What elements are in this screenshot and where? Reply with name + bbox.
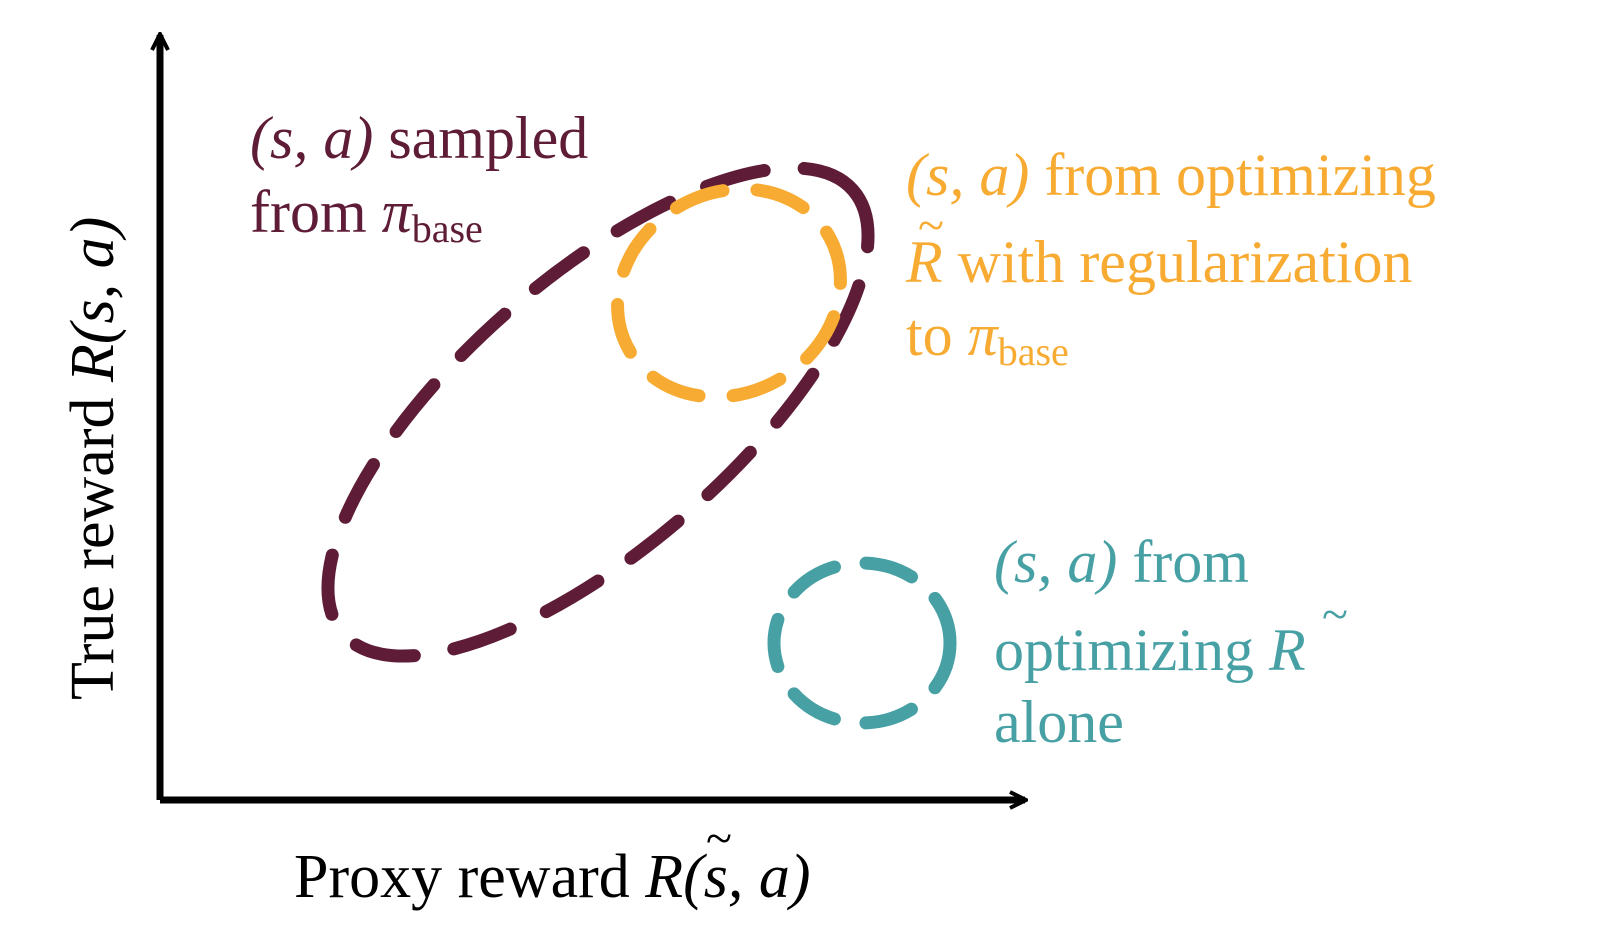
regularized-label-line2: R with regularization [905, 229, 1413, 295]
regularized-tilde: ~ [918, 199, 944, 252]
base-label-line1: (s, a) sampled [250, 105, 588, 171]
regularized-label-line3: to πbase [906, 302, 1069, 374]
proxy-only-label-line2: optimizing R [994, 617, 1306, 683]
base-policy-ellipse [321, 161, 875, 663]
proxy-only-tilde: ~ [1322, 588, 1348, 641]
proxy-only-label-line3: alone [994, 689, 1124, 755]
x-axis-label: Proxy reward R(s, a) [294, 843, 811, 911]
y-axis-label: True reward R(s, a) [59, 217, 127, 700]
base-label-line2: from πbase [250, 179, 483, 251]
proxy-only-ellipse [767, 556, 957, 730]
x-axis-label-tilde: ~ [706, 812, 732, 865]
regularized-label-line1: (s, a) from optimizing [906, 142, 1436, 208]
proxy-only-label-line1: (s, a) from [994, 529, 1249, 595]
regularized-ellipse [611, 182, 847, 404]
